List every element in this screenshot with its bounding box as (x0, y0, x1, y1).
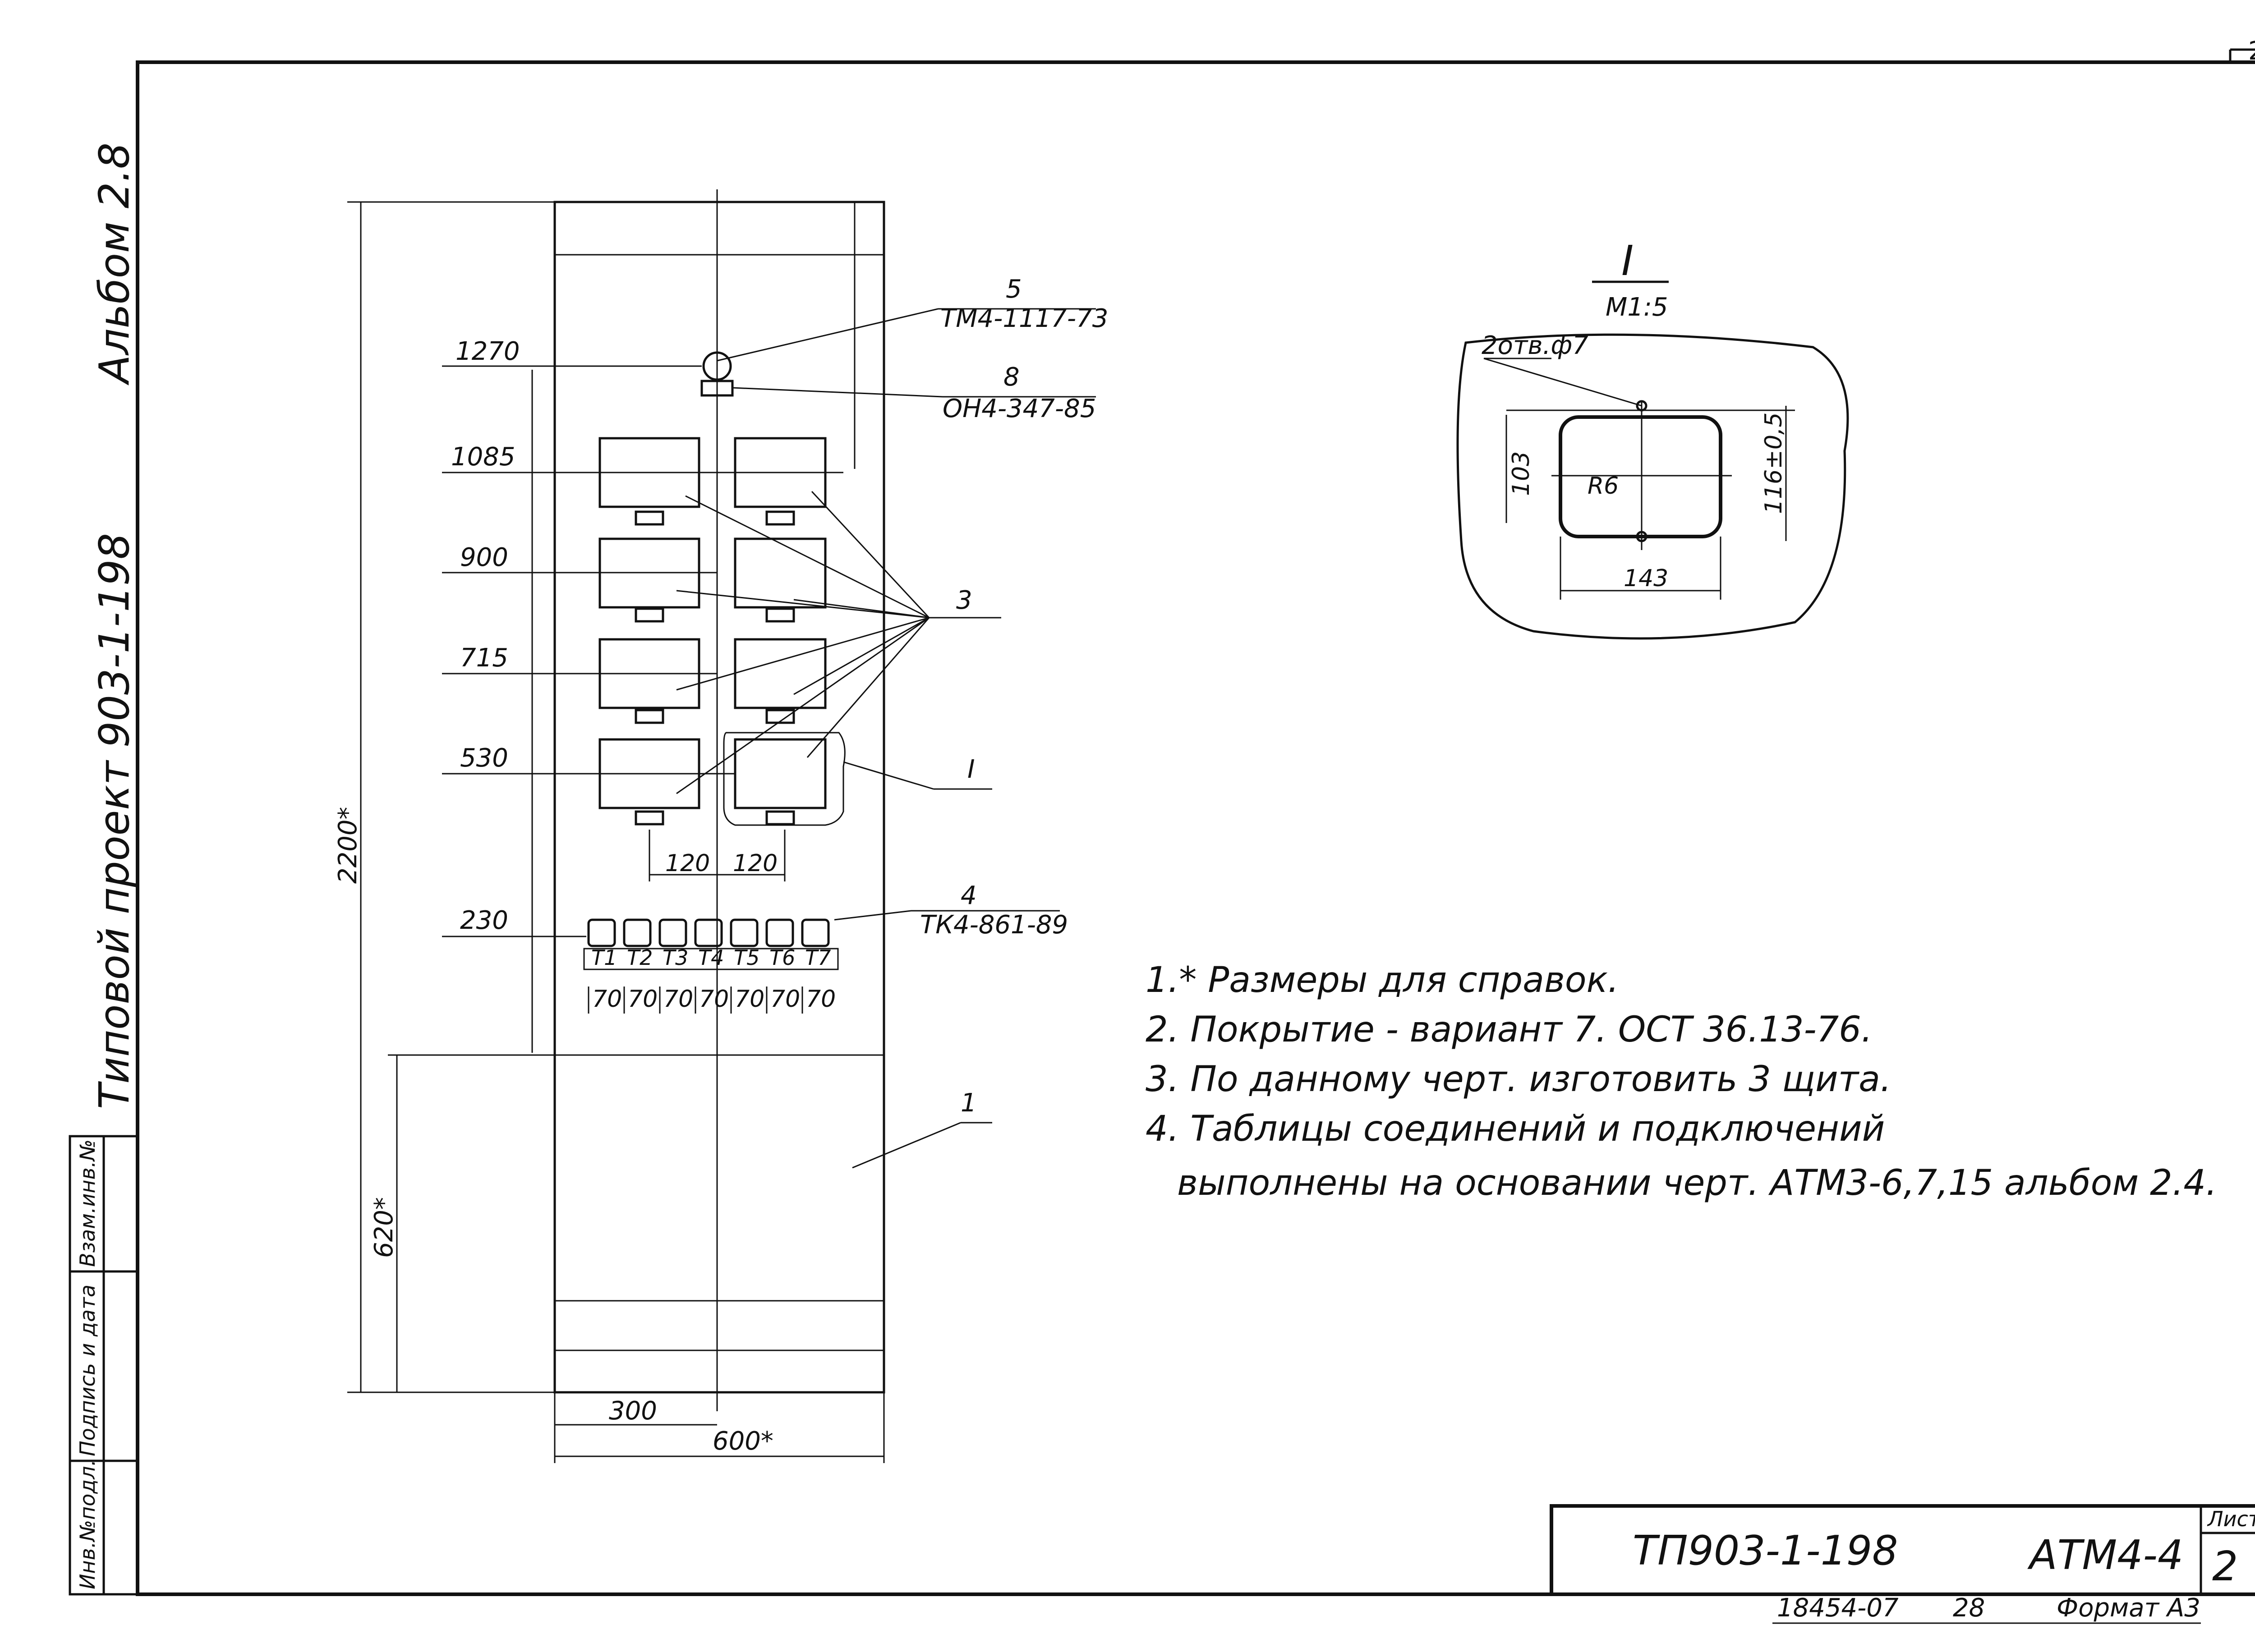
detail-dim-radius: R6 (1588, 473, 1619, 500)
callout-8-ref: ОН4-347-85 (943, 394, 1096, 423)
terminal-label: Т3 (663, 945, 688, 970)
note-2: 2. Покрытие - вариант 7. ОСТ 36.13-76. (1146, 1010, 1873, 1050)
instrument-grid (598, 437, 846, 826)
level-1085: 1085 (451, 442, 515, 472)
terminal-spacing: 70 (628, 986, 658, 1013)
terminal-block (623, 918, 652, 947)
dim-width-600: 600* (713, 1427, 773, 1456)
callout-1-num: 1 (961, 1088, 977, 1118)
terminal-block (801, 918, 830, 947)
terminal-block (765, 918, 794, 947)
detail-title: I (1621, 237, 1634, 285)
terminal-label: Т4 (698, 945, 724, 970)
terminal-spacing: 70 (699, 986, 729, 1013)
project-title: Типовой проект 903-1-198 (90, 533, 138, 1109)
detail-dim-width: 143 (1624, 565, 1668, 592)
footer-format: Формат А3 (2057, 1593, 2200, 1623)
note-3: 3. По данному черт. изготовить 3 щита. (1146, 1059, 1891, 1100)
terminal-block (730, 918, 759, 947)
panel-outline (553, 201, 885, 1394)
terminal-label: Т7 (805, 945, 831, 970)
footer-page: 28 (1953, 1593, 1985, 1623)
terminal-spacing: 70 (770, 986, 800, 1013)
detail-scale: М1:5 (1606, 293, 1668, 322)
title-sheet-number: 2 (2212, 1543, 2238, 1590)
detail-holes: 2отв.ф7 (1482, 331, 1588, 360)
detail-dim-height: 103 (1508, 451, 1535, 496)
callout-detail-num: I (967, 755, 975, 784)
dim-width-300: 300 (609, 1396, 657, 1426)
level-715: 715 (460, 643, 508, 673)
level-900: 900 (460, 543, 508, 572)
terminal-spacing: 70 (735, 986, 764, 1013)
album-title: Альбом 2.8 (90, 142, 138, 385)
terminal-block (587, 918, 616, 947)
title-block: ТП903-1-198 АТМ4-4 Лист 2 (1550, 1504, 2255, 1596)
terminal-spacing: 70 (592, 986, 622, 1013)
detail-opening (1559, 415, 1722, 538)
terminal-block (658, 918, 687, 947)
level-530: 530 (460, 743, 508, 773)
callout-4-ref: ТК4-861-89 (920, 910, 1068, 940)
notes: 1.* Размеры для справок. 2. Покрытие - в… (1146, 960, 2217, 1203)
page-number: 27 (2248, 37, 2255, 66)
terminal-block (694, 918, 723, 947)
note-4: 4. Таблицы соединений и подключений (1146, 1109, 1885, 1149)
spacing-120-right: 120 (733, 850, 778, 877)
terminal-spacing: 70 (663, 986, 693, 1013)
title-sheet-label: Лист (2207, 1507, 2255, 1531)
dim-total-height: 2200* (333, 807, 363, 884)
device-5 (702, 351, 732, 381)
note-1: 1.* Размеры для справок. (1146, 960, 1619, 1000)
title-drawing-code: АТМ4-4 (2027, 1532, 2183, 1579)
callouts: 5 ТМ4-1117-73 8 ОН4-347-85 3 I 4 ТК4-861… (676, 275, 1108, 1169)
callout-8-num: 8 (1003, 363, 1020, 392)
callout-4-num: 4 (961, 881, 977, 910)
footer: 18454-07 28 Формат А3 (1772, 1593, 2201, 1624)
detail-cutout (1456, 333, 1849, 640)
terminal-strip (583, 948, 839, 970)
title-project-code: ТП903-1-198 (1633, 1527, 1898, 1574)
callout-3-num: 3 (956, 586, 972, 615)
side-stamp: Инв.№подл. Подпись и дата Взам.инв.№ (69, 1135, 139, 1596)
terminal-spacing: 70 (806, 986, 836, 1013)
callout-5-ref: ТМ4-1117-73 (940, 304, 1108, 333)
level-230: 230 (460, 906, 508, 935)
callout-5-num: 5 (1006, 275, 1022, 304)
terminal-label: Т1 (591, 945, 617, 970)
detail-dim-holes: 116±0,5 (1760, 412, 1787, 514)
spacing-120-left: 120 (665, 850, 710, 877)
note-4-cont: выполнены на основании черт. АТМ3-6,7,15… (1177, 1163, 2217, 1203)
level-1270: 1270 (456, 337, 520, 366)
terminal-label: Т5 (734, 945, 759, 970)
sheet-frame (136, 60, 2255, 1596)
terminal-label: Т2 (627, 945, 653, 970)
stamp-sign-date: Подпись и дата (75, 1285, 100, 1456)
footer-inventory: 18454-07 (1777, 1593, 1899, 1623)
dim-base-height: 620* (369, 1197, 399, 1258)
stamp-inv-orig: Инв.№подл. (75, 1459, 100, 1589)
detail-view: I М1:5 2отв.ф7 103 116±0,5 R6 143 (1456, 237, 1849, 640)
stamp-replace-inv: Взам.инв.№ (75, 1139, 100, 1267)
terminal-label: Т6 (769, 945, 795, 970)
